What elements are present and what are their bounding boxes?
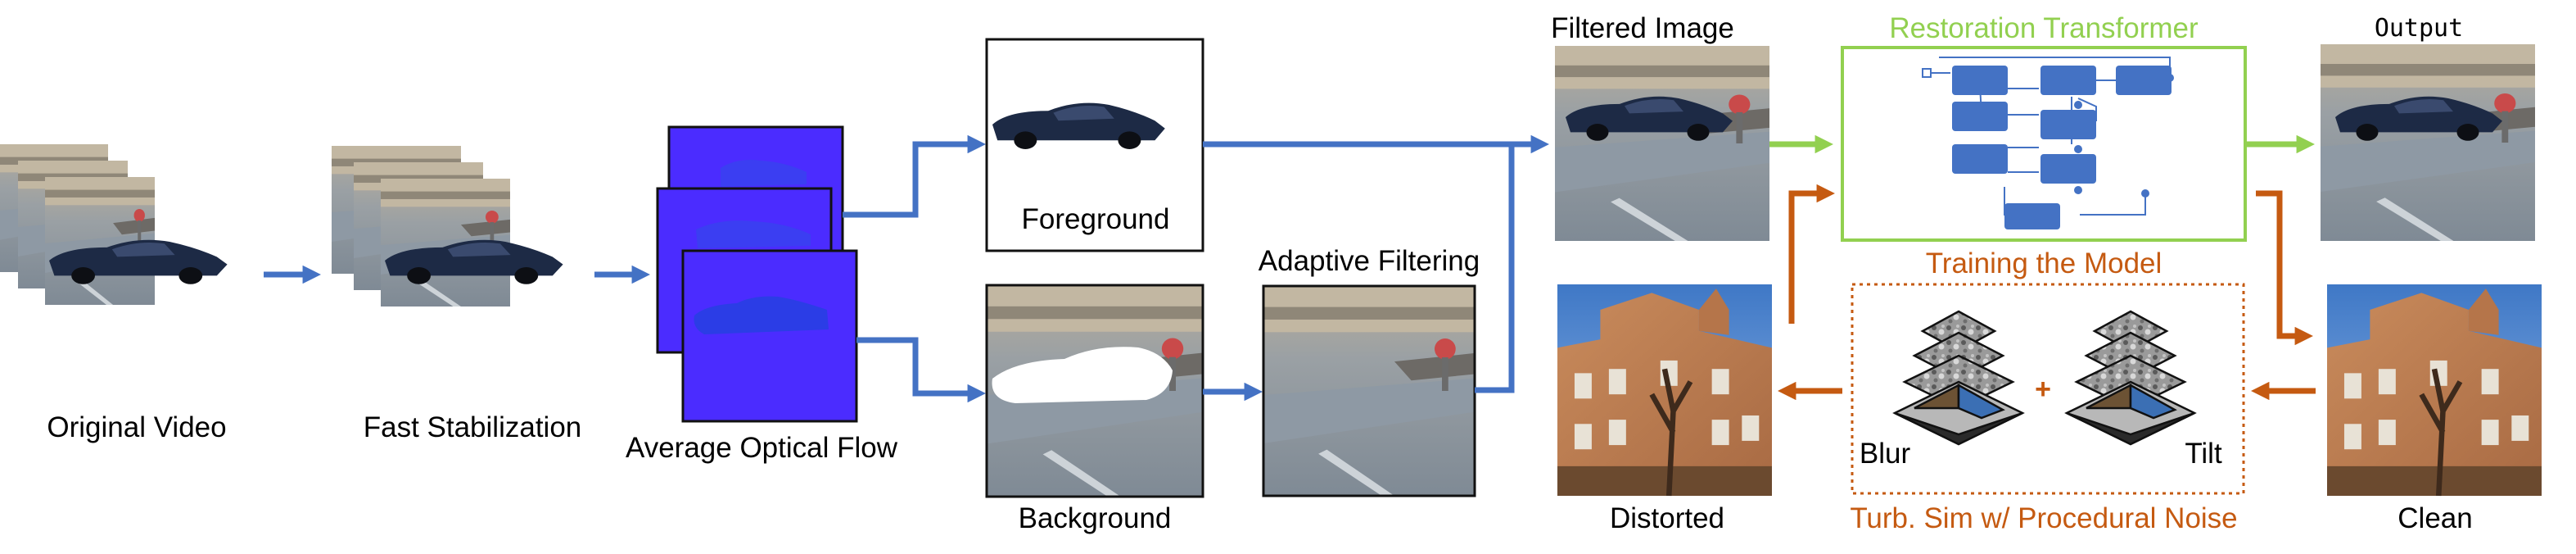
distorted-image xyxy=(1557,284,1772,496)
arrow-distorted-to-transformer xyxy=(1788,184,1835,324)
output-panel xyxy=(2321,44,2535,241)
filtered-image-label: Filtered Image xyxy=(1551,12,1734,44)
arrow-flow-to-background xyxy=(856,337,986,403)
transformer-blocks xyxy=(1952,66,2174,229)
tilt-noise-stack xyxy=(2064,310,2197,446)
blur-label: Blur xyxy=(1860,438,1911,470)
restoration-transformer-label: Restoration Transformer xyxy=(1889,12,2199,44)
original-video-stack xyxy=(0,144,228,305)
background-label: Background xyxy=(1019,502,1172,534)
arrow-transformer-to-clean xyxy=(2256,190,2313,346)
clean-label: Clean xyxy=(2397,502,2472,534)
output-label: Output xyxy=(2375,14,2463,43)
training-the-model-label: Training the Model xyxy=(1926,247,2162,279)
fast-stabilization-label: Fast Stabilization xyxy=(364,411,582,443)
tilt-label: Tilt xyxy=(2185,438,2222,470)
foreground-label: Foreground xyxy=(1022,203,1170,235)
fast-stabilization-stack xyxy=(332,146,563,307)
arrow-flow-to-foreground xyxy=(843,134,986,218)
turbulence-sim-label: Turb. Sim w/ Procedural Noise xyxy=(1850,502,2237,534)
adaptive-filtering-panel xyxy=(1262,284,1476,497)
background-panel xyxy=(985,284,1204,498)
average-optical-flow-label: Average Optical Flow xyxy=(626,432,898,464)
clean-image xyxy=(2327,284,2542,496)
turbulence-sim-box xyxy=(1851,283,2245,495)
original-video-label: Original Video xyxy=(47,411,226,443)
foreground-panel xyxy=(985,38,1204,252)
optical-flow-stack xyxy=(656,125,858,423)
distorted-label: Distorted xyxy=(1610,502,1724,534)
filtered-image-panel xyxy=(1555,46,1769,241)
arrow-filtering-to-filtered xyxy=(1475,144,1515,393)
adaptive-filtering-label: Adaptive Filtering xyxy=(1259,245,1480,277)
plus-sign: + xyxy=(2035,374,2051,405)
blur-noise-stack xyxy=(1892,310,2025,446)
